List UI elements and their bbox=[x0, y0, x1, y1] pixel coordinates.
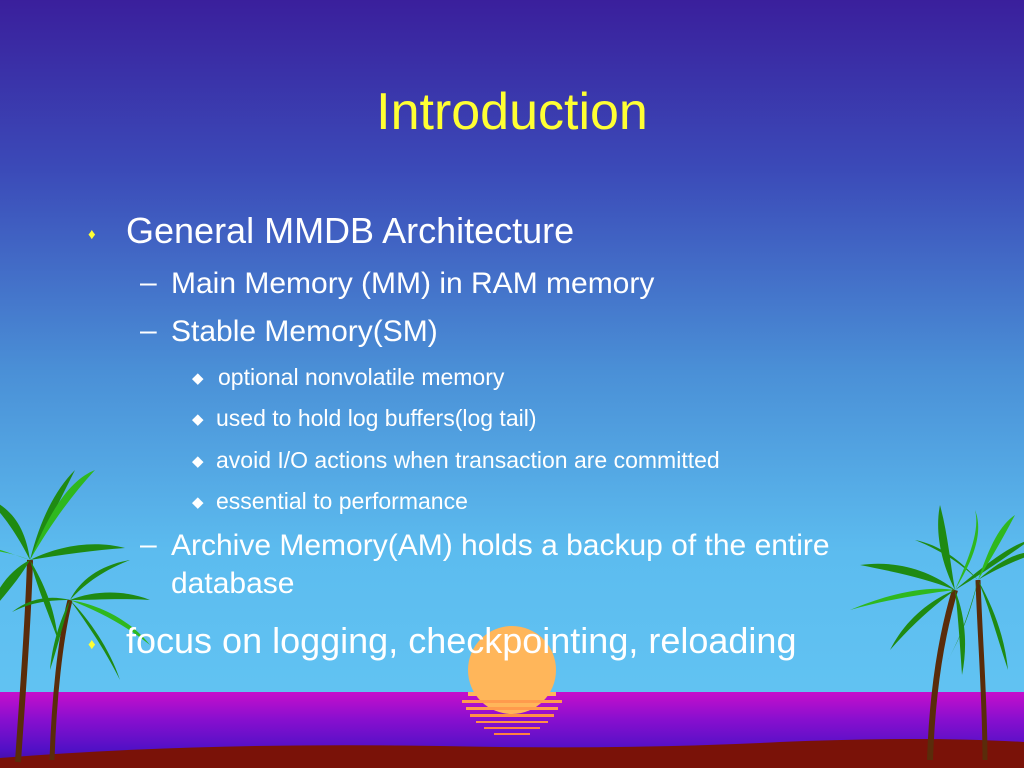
dash-marker-icon: – bbox=[140, 314, 157, 347]
sun bbox=[462, 626, 562, 735]
diamond-marker-icon: ◆ bbox=[192, 370, 204, 387]
beach bbox=[0, 739, 1024, 768]
bullet-archive-memory: Archive Memory(AM) holds a backup of the… bbox=[171, 529, 830, 600]
dash-marker-icon: – bbox=[140, 266, 157, 299]
bullet-stable-memory: Stable Memory(SM) bbox=[171, 315, 438, 348]
bullet-avoid-io: avoid I/O actions when transaction are c… bbox=[216, 447, 720, 473]
diamond-marker-icon: ◆ bbox=[192, 411, 204, 428]
diamond-marker-icon: ◆ bbox=[192, 453, 204, 470]
bullet-general-mmdb: General MMDB Architecture bbox=[126, 210, 575, 251]
bullet-focus-logging: focus on logging, checkpointing, reloadi… bbox=[126, 620, 797, 661]
bullet-marker-icon: ♦ bbox=[88, 226, 96, 243]
diamond-marker-icon: ◆ bbox=[192, 494, 204, 511]
bullet-log-buffers: used to hold log buffers(log tail) bbox=[216, 405, 537, 431]
bullet-performance: essential to performance bbox=[216, 488, 468, 514]
bullet-marker-icon: ♦ bbox=[88, 636, 96, 653]
palm-trees-right bbox=[850, 505, 1024, 761]
bullet-main-memory: Main Memory (MM) in RAM memory bbox=[171, 267, 655, 300]
dash-marker-icon: – bbox=[140, 528, 157, 561]
bullet-nonvolatile: optional nonvolatile memory bbox=[218, 364, 505, 390]
palm-trees-left bbox=[0, 470, 150, 763]
slide-title: Introduction bbox=[376, 83, 648, 141]
